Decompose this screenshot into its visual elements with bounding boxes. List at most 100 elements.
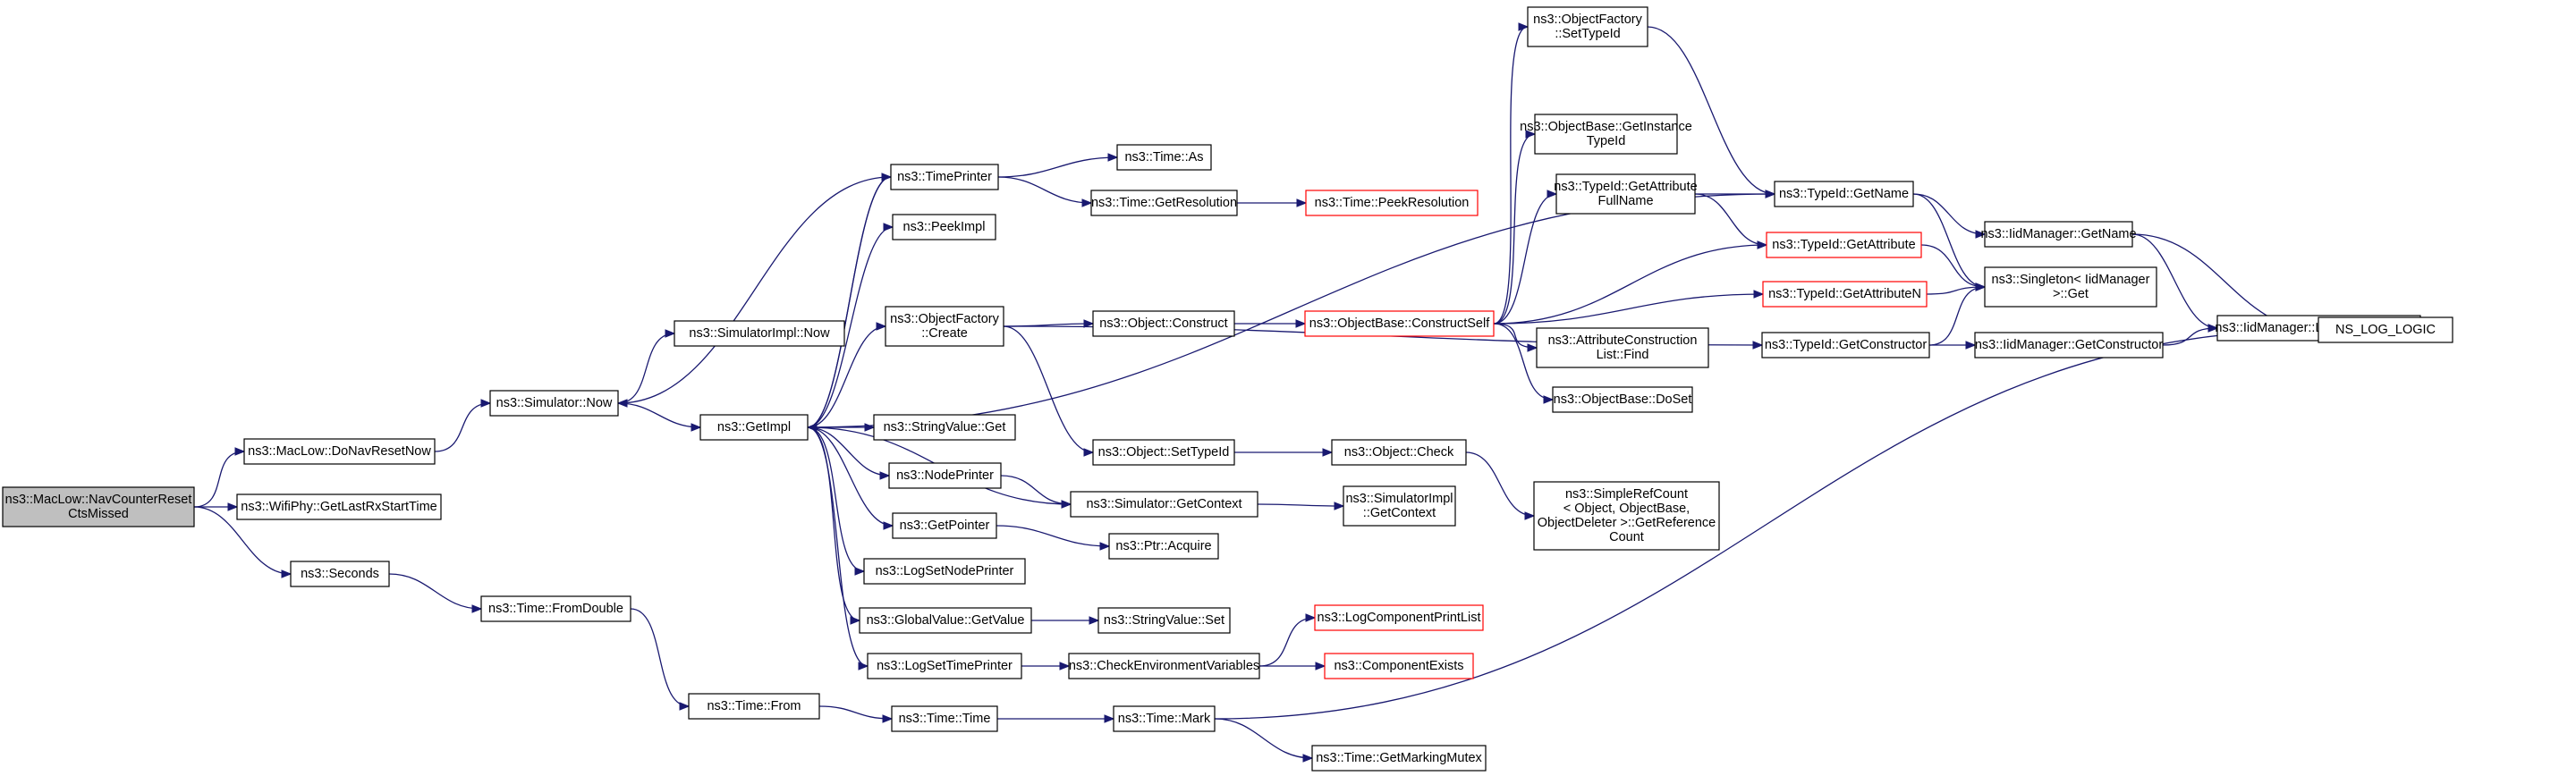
node-box [290,561,390,587]
node-peekres[interactable]: ns3::Time::PeekResolution [1305,190,1479,216]
edge-nodeprinter-to-simgetcontext [1000,475,1072,505]
node-seconds[interactable]: ns3::Seconds [290,561,390,587]
node-label: ns3::TypeId::GetAttributeN [1768,287,1921,301]
node-iidgetname[interactable]: ns3::IidManager::GetName [1980,221,2137,248]
node-box [1305,190,1479,216]
arrowhead-icon [1524,511,1536,520]
edge-constructself-to-doset [1493,323,1554,401]
node-getimpl[interactable]: ns3::GetImpl [699,414,809,441]
node-label: ns3::SimpleRefCount [1565,487,1688,502]
node-label: ns3::IidManager::GetConstructor [1975,338,2164,352]
node-box [1766,232,1922,258]
node-box [1331,439,1467,466]
arrowhead-icon [616,399,628,408]
node-doset[interactable]: ns3::ObjectBase::DoSet [1552,386,1693,413]
node-label: ns3::SimulatorImpl [1345,492,1453,506]
node-timeprinter[interactable]: ns3::TimePrinter [890,164,999,190]
node-simgetcontext[interactable]: ns3::Simulator::GetContext [1070,491,1258,518]
node-label: ns3::StringValue::Set [1104,613,1224,628]
node-timeas[interactable]: ns3::Time::As [1116,144,1212,171]
arrowhead-icon [1757,240,1768,249]
node-objfactsettypeid[interactable]: ns3::ObjectFactory::SetTypeId [1527,6,1648,47]
node-label: ns3::Time::Mark [1118,712,1211,726]
node-box [480,595,631,622]
node-logsetnodeprinter[interactable]: ns3::LogSetNodePrinter [863,558,1026,585]
node-singleton[interactable]: ns3::Singleton< IidManager >::Get [1984,266,2157,308]
edge-objfactsettypeid-to-typeidgetname [1647,26,1775,195]
edge-root-to-seconds [193,506,292,575]
arrowhead-icon [1546,190,1558,198]
node-nslog[interactable]: NS_LOG_LOGIC [2318,316,2453,343]
node-typeidgetattr[interactable]: ns3::TypeId::GetAttribute [1766,232,1922,258]
node-stringvalset[interactable]: ns3::StringValue::Set [1097,607,1231,634]
node-getpointer[interactable]: ns3::GetPointer [892,512,997,539]
node-label: ns3::Time::GetMarkingMutex [1316,751,1482,765]
node-simnow[interactable]: ns3::Simulator::Now [489,390,619,417]
node-logcompprint[interactable]: ns3::LogComponentPrintList [1314,604,1484,631]
node-box [674,320,845,347]
node-fromdouble[interactable]: ns3::Time::FromDouble [480,595,631,622]
node-timemark[interactable]: ns3::Time::Mark [1113,705,1216,732]
node-checkenv[interactable]: ns3::CheckEnvironmentVariables [1068,653,1260,679]
node-typeidgetname[interactable]: ns3::TypeId::GetName [1774,181,1914,207]
node-label: ns3::Object::SetTypeId [1098,445,1230,460]
node-compexists[interactable]: ns3::ComponentExists [1324,653,1474,679]
node-box [1324,653,1474,679]
edge-iidgetctor-to-iidlookup [2162,327,2218,346]
edge-timemark-to-getmarkmutex [1214,718,1313,759]
arrowhead-icon [882,714,894,723]
node-timefrom[interactable]: ns3::Time::From [688,693,820,720]
node-label: ns3::ObjectBase::GetInstance [1520,120,1692,134]
node-peekimpl[interactable]: ns3::PeekImpl [892,214,996,240]
node-getlastrx[interactable]: ns3::WifiPhy::GetLastRxStartTime [236,493,442,520]
node-box [243,438,436,465]
arrowhead-icon [2207,324,2219,333]
edge-simgetcontext-to-simimplgetctx [1257,503,1344,507]
node-box [2318,316,2453,343]
node-box [1343,485,1456,527]
edge-getimpl-to-logsetnodeprinter [807,426,865,572]
node-typeidgetattrn[interactable]: ns3::TypeId::GetAttributeN [1762,281,1928,308]
node-label: ns3::MacLow::DoNavResetNow [248,444,431,459]
node-label: ns3::LogComponentPrintList [1318,611,1481,625]
arrowhead-icon [1543,395,1555,404]
node-simplerefcount[interactable]: ns3::SimpleRefCount< Object, ObjectBase,… [1533,481,1720,551]
node-simimplgetctx[interactable]: ns3::SimulatorImpl::GetContext [1343,485,1456,527]
node-constructself[interactable]: ns3::ObjectBase::ConstructSelf [1304,310,1495,337]
node-box [863,558,1026,585]
node-label: ns3::ObjectFactory [1533,13,1642,27]
edge-objcheck-to-simplerefcount [1465,451,1535,517]
arrowhead-icon [691,423,702,432]
node-stringvalget[interactable]: ns3::StringValue::Get [873,414,1016,441]
node-objconstruct[interactable]: ns3::Object::Construct [1092,310,1235,337]
arrowhead-icon [679,702,691,711]
edge-seconds-to-fromdouble [388,573,482,610]
node-iidgetctor[interactable]: ns3::IidManager::GetConstructor [1974,332,2164,358]
node-objcheck[interactable]: ns3::Object::Check [1331,439,1467,466]
node-ptracquire[interactable]: ns3::Ptr::Acquire [1108,533,1219,560]
node-logsettimeprinter[interactable]: ns3::LogSetTimePrinter [867,653,1022,679]
node-nodeprinter[interactable]: ns3::NodePrinter [888,462,1002,489]
arrowhead-icon [850,616,861,625]
node-objfactcreate[interactable]: ns3::ObjectFactory::Create [885,306,1004,347]
node-objsettypeid[interactable]: ns3::Object::SetTypeId [1092,439,1235,466]
node-globalvalget[interactable]: ns3::GlobalValue::GetValue [859,607,1032,634]
edges-layer [193,22,2428,763]
node-label: ns3::Singleton< IidManager [1992,273,2150,287]
arrowhead-icon [864,423,876,432]
node-timetime[interactable]: ns3::Time::Time [891,705,998,732]
node-label: ns3::Time::PeekResolution [1315,196,1470,210]
node-typeidgetctor[interactable]: ns3::TypeId::GetConstructor [1761,332,1930,358]
node-donav[interactable]: ns3::MacLow::DoNavResetNow [243,438,436,465]
node-timegetres[interactable]: ns3::Time::GetResolution [1090,190,1238,216]
arrowhead-icon [883,521,894,530]
node-getmarkmutex[interactable]: ns3::Time::GetMarkingMutex [1311,745,1487,772]
arrowhead-icon [1305,613,1317,622]
node-simimplnow[interactable]: ns3::SimulatorImpl::Now [674,320,845,347]
node-box [1762,281,1928,308]
